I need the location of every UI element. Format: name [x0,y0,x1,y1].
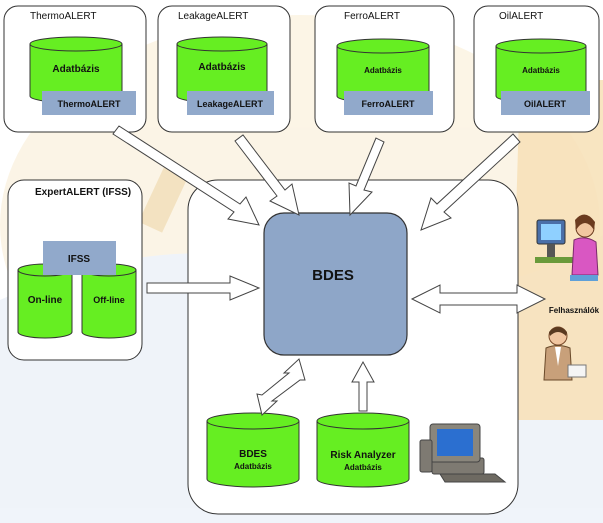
users-label: Felhasználók [549,306,600,315]
system-title: ThermoALERT [30,11,97,22]
arrow-ferro-to-bdes [348,137,385,217]
computer-icon [419,423,507,483]
module-box [42,91,136,115]
risk-analyzer-subtitle: Adatbázis [344,463,382,472]
module-box [501,91,590,115]
database-cylinder [336,38,430,104]
system-leakagealert: LeakageALERT Adatbázis LeakageALERT [157,5,291,133]
database-cylinder [495,38,587,104]
arrow-expert-to-bdes [146,275,261,301]
arrow-risk-to-bdes [351,360,375,412]
bdes-db-title: BDES [239,449,267,460]
module-label: FerroALERT [361,99,415,109]
risk-analyzer-title: Risk Analyzer [330,450,395,461]
module-box [187,91,274,115]
module-label: OilALERT [524,99,567,109]
system-expertalert: ExpertALERT (IFSS) IFSS On-line Off-line [7,179,143,361]
online-label: On-line [28,295,63,306]
module-label: LeakageALERT [197,99,264,109]
system-thermoalert: ThermoALERT Adatbázis ThermoALERT [3,5,147,133]
arrow-oil-to-bdes [420,133,521,231]
arrow-thermo-to-bdes [112,125,260,226]
arrow-bdes-users-bidirectional [410,284,547,314]
system-title: OilALERT [499,11,543,22]
system-ferroalert: FerroALERT Adatbázis FerroALERT [314,5,455,133]
database-label: Adatbázis [522,66,560,75]
bdes-box [263,212,408,356]
risk-analyzer-database-cylinder [316,412,410,488]
system-title: ExpertALERT (IFSS) [35,187,131,198]
bdes-label: BDES [312,267,354,284]
arrow-bdes-db-bidirectional [256,358,306,416]
module-label: IFSS [68,254,91,265]
database-label: Adatbázis [364,66,402,75]
module-label: ThermoALERT [58,99,122,109]
arrow-leakage-to-bdes [234,134,300,216]
offline-label: Off-line [93,295,125,305]
database-label: Adatbázis [198,62,246,73]
database-label: Adatbázis [52,64,100,75]
ifss-module-box [43,241,116,275]
bdes-database-cylinder [206,412,300,488]
user-at-computer-icon [535,214,599,281]
system-title: LeakageALERT [178,11,248,22]
system-title: FerroALERT [344,11,400,22]
user-businessman-icon [543,326,587,381]
bdes-db-subtitle: Adatbázis [234,462,272,471]
module-box [344,91,433,115]
system-oilalert: OilALERT Adatbázis OilALERT [473,5,600,133]
